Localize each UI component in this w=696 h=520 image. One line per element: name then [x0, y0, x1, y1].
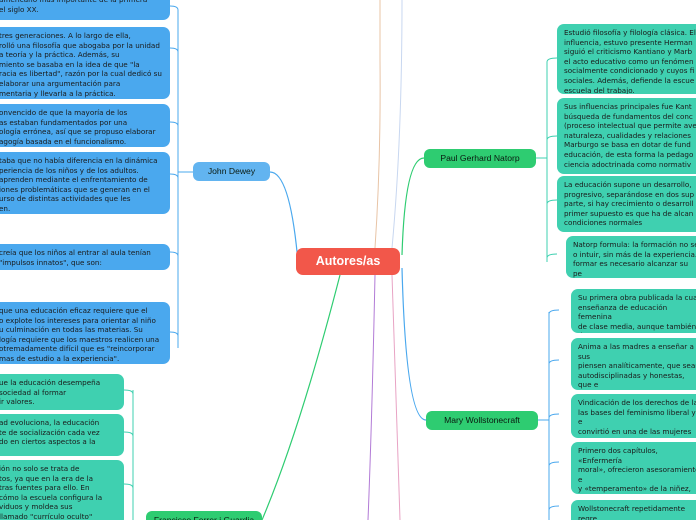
link-central-dewey [269, 171, 299, 263]
natorp-note-1: Estudió filosofía y filología clásica. E… [557, 24, 696, 94]
ferrer-note-3: ión no solo se trata de tos, ya que en l… [0, 460, 124, 520]
dewey-spine [169, 5, 193, 348]
wollstonecraft-note-2: Anima a las madres a enseñar a sus piens… [571, 338, 696, 390]
natorp-note-3: La educación supone un desarrollo, progr… [557, 176, 696, 232]
natorp-note-4: Natorp formula: la formación no se o int… [566, 236, 696, 278]
trunk-line-down-right [391, 274, 401, 520]
ferrer-note-1: ue la educación desempeña sociedad al fo… [0, 374, 124, 410]
dewey-note-1: americano más importante de la primera e… [0, 0, 170, 20]
dewey-note-3: onvencido de que la mayoría de los as es… [0, 104, 170, 147]
ferrer-note-2: ad evoluciona, la educación te de social… [0, 414, 124, 456]
wollstonecraft-spine [538, 309, 560, 520]
dewey-note-2: tres generaciones. A lo largo de ella, r… [0, 27, 170, 99]
link-central-ferrer [261, 274, 341, 520]
topic-ferrer-guardia[interactable]: Francisco Ferrer i Guardia [146, 511, 262, 520]
central-topic[interactable]: Autores/as [296, 248, 400, 275]
natorp-note-2: Sus influencias principales fue Kant bús… [557, 98, 696, 174]
ferrer-spine [123, 389, 134, 520]
dewey-note-6: que una educación eficaz requiere que el… [0, 302, 170, 364]
trunk-line-up-left [374, 0, 381, 249]
wollstonecraft-note-4: Primero dos capítulos, «Enfermería moral… [571, 442, 696, 494]
dewey-note-4: taba que no había diferencia en la dinám… [0, 152, 170, 214]
topic-mary-wollstonecraft[interactable]: Mary Wollstonecraft [426, 411, 538, 430]
link-central-natorp [401, 157, 425, 256]
natorp-spine [536, 57, 558, 262]
trunk-line-up-right [391, 0, 403, 249]
trunk-line-down-left [367, 274, 376, 520]
wollstonecraft-note-1: Su primera obra publicada la cual enseña… [571, 289, 696, 333]
wollstonecraft-note-5: Wollstonecraft repetidamente regre temas… [571, 500, 696, 520]
topic-paul-natorp[interactable]: Paul Gerhard Natorp [424, 149, 536, 168]
wollstonecraft-note-3: Vindicación de los derechos de la las ba… [571, 394, 696, 438]
link-central-wollstonecraft [401, 267, 427, 421]
topic-john-dewey[interactable]: John Dewey [193, 162, 270, 181]
dewey-note-5: creía que los niños al entrar al aula te… [0, 244, 170, 270]
